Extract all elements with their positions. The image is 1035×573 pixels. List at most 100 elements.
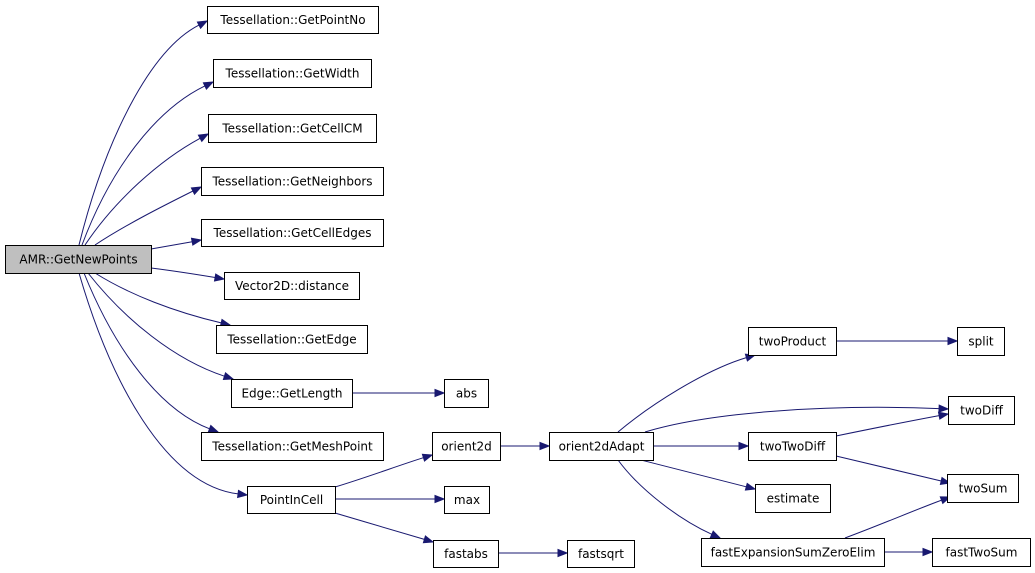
node-tess_getedge[interactable]: Tessellation::GetEdge bbox=[216, 325, 368, 354]
node-twodiff[interactable]: twoDiff bbox=[948, 396, 1015, 425]
node-label: orient2dAdapt bbox=[559, 440, 645, 454]
edge-line bbox=[87, 272, 225, 377]
node-box[interactable] bbox=[755, 484, 831, 513]
node-tess_getwidth[interactable]: Tessellation::GetWidth bbox=[213, 59, 372, 88]
node-estimate[interactable]: estimate bbox=[755, 484, 831, 513]
node-box[interactable] bbox=[208, 114, 377, 143]
node-label: abs bbox=[456, 387, 477, 401]
edge-amr_getnewpoints-to-tess_getedge bbox=[94, 272, 232, 327]
node-box[interactable] bbox=[5, 245, 152, 274]
node-box[interactable] bbox=[947, 474, 1019, 503]
edge-twotwodiff-to-twosum bbox=[835, 455, 952, 486]
edge-line bbox=[644, 406, 940, 433]
arrowhead bbox=[539, 441, 551, 451]
node-label: fastabs bbox=[444, 547, 488, 561]
edge-line bbox=[150, 267, 216, 278]
node-box[interactable] bbox=[748, 327, 837, 356]
node-orient2d[interactable]: orient2d bbox=[432, 432, 501, 461]
arrowhead bbox=[937, 411, 950, 420]
node-tess_getneighbors[interactable]: Tessellation::GetNeighbors bbox=[201, 167, 384, 196]
node-fasttwosum[interactable]: fastTwoSum bbox=[932, 538, 1031, 567]
node-abs[interactable]: abs bbox=[444, 379, 489, 408]
node-max[interactable]: max bbox=[444, 486, 490, 514]
node-label: estimate bbox=[767, 492, 820, 506]
node-label: twoSum bbox=[959, 482, 1008, 496]
edge-line bbox=[94, 272, 222, 324]
node-box[interactable] bbox=[201, 167, 384, 196]
edges-layer bbox=[78, 20, 959, 558]
node-fastexpansionsumzeroelim[interactable]: fastExpansionSumZeroElim bbox=[701, 538, 885, 567]
node-fastabs[interactable]: fastabs bbox=[433, 540, 499, 568]
node-tess_getmeshpoint[interactable]: Tessellation::GetMeshPoint bbox=[201, 432, 384, 461]
arrowhead bbox=[922, 547, 934, 557]
node-label: split bbox=[968, 335, 994, 349]
node-amr_getnewpoints[interactable]: AMR::GetNewPoints bbox=[5, 245, 152, 274]
node-twosum[interactable]: twoSum bbox=[947, 474, 1019, 503]
node-label: Tessellation::GetMeshPoint bbox=[211, 440, 373, 454]
node-box[interactable] bbox=[932, 538, 1031, 567]
node-twotwodiff[interactable]: twoTwoDiff bbox=[748, 432, 837, 461]
node-box[interactable] bbox=[207, 6, 379, 34]
node-label: AMR::GetNewPoints bbox=[19, 253, 137, 267]
edge-line bbox=[78, 24, 200, 246]
node-vector2d_distance[interactable]: Vector2D::distance bbox=[224, 272, 360, 300]
node-label: twoProduct bbox=[759, 335, 827, 349]
arrowhead bbox=[938, 404, 950, 413]
node-box[interactable] bbox=[444, 486, 490, 514]
edge-line bbox=[844, 499, 942, 539]
node-edge_getlength[interactable]: Edge::GetLength bbox=[231, 379, 353, 408]
node-pointincell[interactable]: PointInCell bbox=[247, 486, 336, 514]
node-box[interactable] bbox=[224, 272, 360, 300]
edge-line bbox=[617, 357, 747, 433]
edge-orient2dadapt-to-estimate bbox=[640, 459, 757, 491]
node-label: Tessellation::GetCellEdges bbox=[213, 226, 372, 240]
node-label: twoDiff bbox=[960, 404, 1003, 418]
node-orient2dadapt[interactable]: orient2dAdapt bbox=[549, 432, 654, 461]
node-box[interactable] bbox=[201, 219, 384, 247]
arrowhead bbox=[421, 453, 434, 462]
node-box[interactable] bbox=[201, 432, 384, 461]
node-box[interactable] bbox=[216, 325, 368, 354]
edge-line bbox=[94, 190, 194, 246]
node-twoproduct[interactable]: twoProduct bbox=[748, 327, 837, 356]
arrowhead bbox=[709, 530, 722, 539]
node-box[interactable] bbox=[247, 486, 336, 514]
node-box[interactable] bbox=[432, 432, 501, 461]
node-tess_getcelledges[interactable]: Tessellation::GetCellEdges bbox=[201, 219, 384, 247]
edge-fastexpansionsumzeroelim-to-fasttwosum bbox=[884, 547, 934, 557]
node-label: Tessellation::GetEdge bbox=[226, 333, 356, 347]
arrowhead bbox=[434, 388, 446, 398]
node-box[interactable] bbox=[231, 379, 353, 408]
edge-line bbox=[334, 457, 424, 488]
edge-pointincell-to-fastabs bbox=[334, 512, 435, 544]
arrowhead bbox=[222, 372, 235, 381]
arrowhead bbox=[197, 133, 210, 143]
edge-amr_getnewpoints-to-vector2d_distance bbox=[150, 267, 226, 282]
node-box[interactable] bbox=[701, 538, 885, 567]
node-box[interactable] bbox=[213, 59, 372, 88]
edge-orient2dadapt-to-twotwodiff bbox=[652, 441, 750, 451]
node-box[interactable] bbox=[444, 379, 489, 408]
edge-amr_getnewpoints-to-edge_getlength bbox=[87, 272, 235, 381]
node-box[interactable] bbox=[549, 432, 654, 461]
edge-amr_getnewpoints-to-tess_getneighbors bbox=[94, 186, 203, 246]
edge-pointincell-to-orient2d bbox=[334, 453, 434, 488]
node-label: Tessellation::GetPointNo bbox=[219, 13, 365, 27]
node-box[interactable] bbox=[948, 396, 1015, 425]
node-box[interactable] bbox=[433, 540, 499, 568]
node-split[interactable]: split bbox=[957, 327, 1005, 356]
edge-fastabs-to-fastsqrt bbox=[498, 548, 569, 558]
arrowhead bbox=[213, 273, 226, 282]
edge-line bbox=[78, 272, 239, 495]
arrowhead bbox=[237, 489, 249, 499]
node-tess_getpointno[interactable]: Tessellation::GetPointNo bbox=[207, 6, 379, 34]
arrowhead bbox=[422, 535, 435, 544]
edge-orient2dadapt-to-twoproduct bbox=[617, 353, 757, 433]
edge-amr_getnewpoints-to-pointincell bbox=[78, 272, 249, 499]
node-fastsqrt[interactable]: fastsqrt bbox=[567, 540, 635, 568]
arrowhead bbox=[434, 494, 446, 504]
node-box[interactable] bbox=[567, 540, 635, 568]
node-box[interactable] bbox=[748, 432, 837, 461]
node-tess_getcellcm[interactable]: Tessellation::GetCellCM bbox=[208, 114, 377, 143]
node-box[interactable] bbox=[957, 327, 1005, 356]
